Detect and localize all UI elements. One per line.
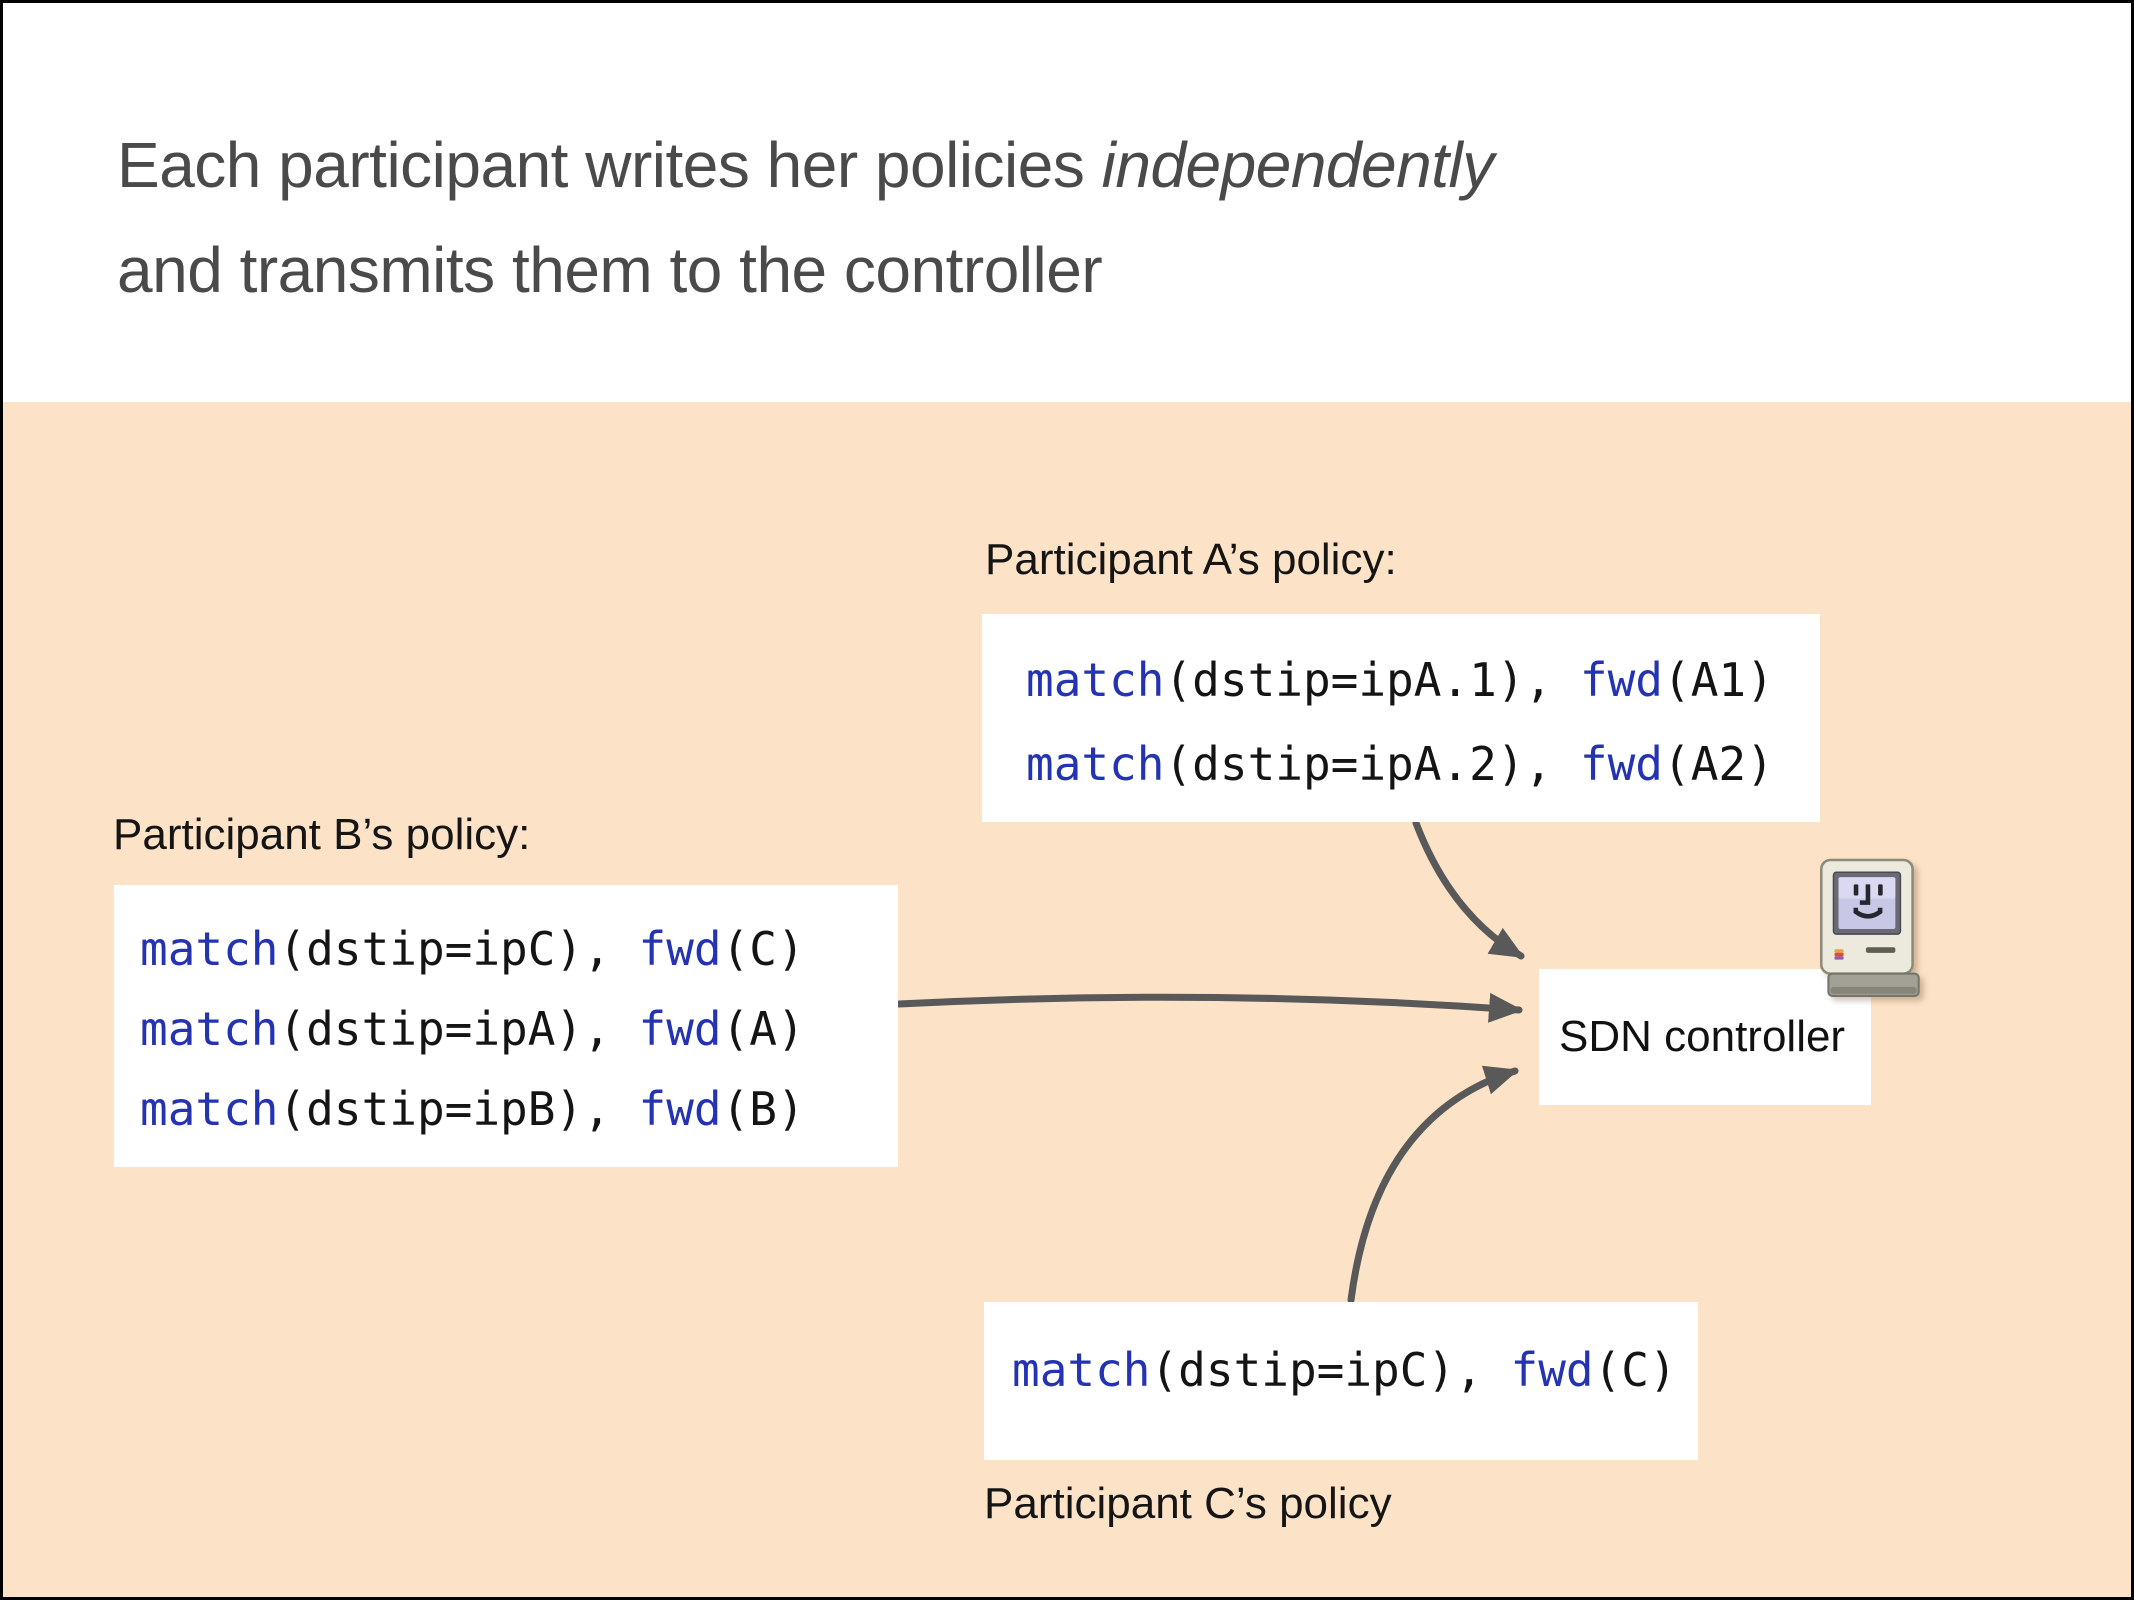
title-line-2: and transmits them to the controller bbox=[117, 234, 1103, 306]
slide-title: Each participant writes her policies ind… bbox=[117, 113, 1494, 323]
keyword-fwd: fwd bbox=[638, 1002, 722, 1056]
policy-rule: match(dstip=ipA), fwd(A) bbox=[140, 989, 898, 1069]
rule-args: (dstip=ipC), bbox=[278, 922, 639, 976]
rule-args: (B) bbox=[721, 1082, 805, 1136]
rule-args: (dstip=ipA.2), bbox=[1164, 737, 1580, 791]
keyword-match: match bbox=[140, 1002, 279, 1056]
mac-base-shadow bbox=[1830, 986, 1917, 994]
participant-a-label: Participant A’s policy: bbox=[985, 535, 1397, 584]
keyword-match: match bbox=[140, 922, 279, 976]
sdn-controller-box: SDN controller bbox=[1539, 969, 1871, 1105]
participant-c-label: Participant C’s policy bbox=[984, 1479, 1392, 1528]
keyword-fwd: fwd bbox=[1510, 1343, 1594, 1397]
keyword-match: match bbox=[1012, 1343, 1151, 1397]
keyword-match: match bbox=[1026, 653, 1165, 707]
rule-args: (A2) bbox=[1663, 737, 1774, 791]
rule-args: (C) bbox=[721, 922, 805, 976]
keyword-fwd: fwd bbox=[638, 922, 722, 976]
keyword-match: match bbox=[1026, 737, 1165, 791]
title-line1-regular: Each participant writes her policies bbox=[117, 129, 1102, 201]
keyword-fwd: fwd bbox=[1579, 653, 1663, 707]
keyword-match: match bbox=[140, 1082, 279, 1136]
sdn-controller-label: SDN controller bbox=[1559, 1012, 1846, 1061]
rule-args: (A) bbox=[721, 1002, 805, 1056]
keyword-fwd: fwd bbox=[1579, 737, 1663, 791]
rule-args: (dstip=ipB), bbox=[278, 1082, 639, 1136]
classic-mac-icon bbox=[1820, 858, 1920, 997]
face-nose bbox=[1859, 884, 1871, 905]
keyword-fwd: fwd bbox=[638, 1082, 722, 1136]
floppy-slot bbox=[1865, 947, 1896, 953]
participant-c-policy-box: match(dstip=ipC), fwd(C) bbox=[984, 1302, 1698, 1460]
rule-args: (A1) bbox=[1663, 653, 1774, 707]
happy-mac-face bbox=[1853, 884, 1883, 896]
participant-b-policy-box: match(dstip=ipC), fwd(C) match(dstip=ipA… bbox=[114, 885, 898, 1167]
policy-rule: match(dstip=ipB), fwd(B) bbox=[140, 1069, 898, 1149]
rule-args: (dstip=ipA), bbox=[278, 1002, 639, 1056]
rule-args: (dstip=ipA.1), bbox=[1164, 653, 1580, 707]
face-smile bbox=[1853, 907, 1883, 919]
policy-rule: match(dstip=ipA.1), fwd(A1) bbox=[1026, 638, 1820, 722]
title-line-1: Each participant writes her policies ind… bbox=[117, 113, 1494, 218]
participant-b-label: Participant B’s policy: bbox=[113, 810, 531, 859]
rule-args: (dstip=ipC), bbox=[1150, 1343, 1511, 1397]
policy-rule: match(dstip=ipC), fwd(C) bbox=[1012, 1342, 1698, 1398]
rule-args: (C) bbox=[1593, 1343, 1677, 1397]
policy-rule: match(dstip=ipA.2), fwd(A2) bbox=[1026, 722, 1820, 806]
title-line1-italic: independently bbox=[1101, 129, 1495, 201]
participant-a-policy-box: match(dstip=ipA.1), fwd(A1) match(dstip=… bbox=[982, 614, 1820, 822]
apple-logo bbox=[1834, 949, 1844, 960]
policy-rule: match(dstip=ipC), fwd(C) bbox=[140, 909, 898, 989]
